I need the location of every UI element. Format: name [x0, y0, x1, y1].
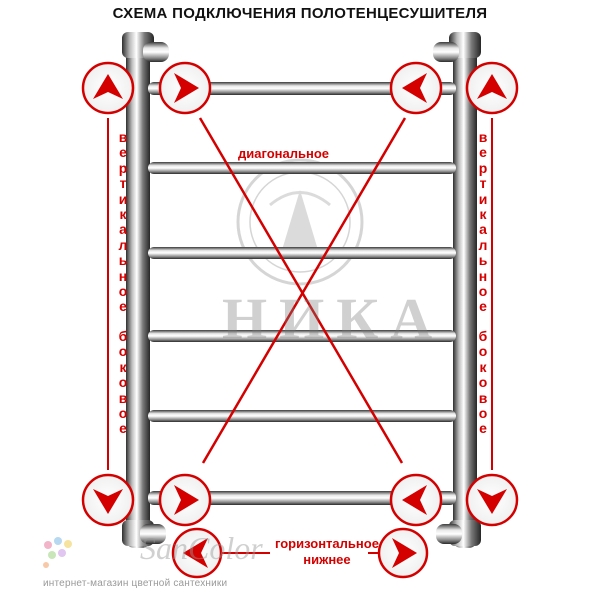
right-vertical-letter: о [478, 374, 488, 391]
right-vertical-letter: в [478, 129, 488, 145]
arrow-right-icon [158, 61, 212, 115]
right-vertical-letter: е [479, 144, 487, 161]
horizontal-label-line2: нижнее [303, 552, 351, 567]
diagram-title: СХЕМА ПОДКЛЮЧЕНИЯ ПОЛОТЕНЦЕСУШИТЕЛЯ [112, 5, 488, 22]
right-vertical-letter: о [478, 283, 488, 300]
left-vertical-letter: р [118, 159, 128, 176]
right-vertical-letter: о [478, 404, 488, 421]
left-vertical-letter: ь [118, 252, 128, 269]
right-vertical-letter: в [478, 389, 488, 406]
rails [148, 82, 456, 505]
left-riser-pipe [122, 32, 169, 548]
left-vertical-letter: н [118, 267, 128, 284]
arrow-up-icon [81, 61, 135, 115]
diagonal-connection-lines [198, 117, 407, 464]
arrow-down-icon [81, 473, 135, 527]
word-gap [472, 315, 494, 329]
left-vertical-letter: б [118, 327, 128, 344]
left-vertical-letter: е [119, 298, 127, 315]
right-vertical-letter: н [478, 267, 488, 284]
right-vertical-letter: р [478, 159, 488, 176]
left-vertical-letter: е [119, 420, 127, 437]
right-vertical-letter: л [478, 236, 488, 253]
left-vertical-letter: к [119, 206, 127, 223]
left-vertical-letter: о [118, 374, 128, 391]
horizontal-label: горизонтальное нижнее [275, 536, 379, 568]
horizontal-label-line1: горизонтальное [275, 536, 379, 551]
arrow-up-icon [465, 61, 519, 115]
shop-tagline: интернет-магазин цветной сантехники [43, 578, 228, 589]
left-vertical-letter: т [119, 175, 127, 192]
left-vertical-letter: к [119, 358, 127, 375]
left-vertical-letter: в [118, 389, 128, 406]
right-vertical-letter: к [479, 358, 487, 375]
right-vertical-letter: т [479, 175, 487, 192]
right-riser-pipe [433, 32, 481, 548]
watermark-brand: НИКА [222, 286, 445, 351]
diagonal-label: диагональное [238, 146, 330, 161]
left-vertical-letter: е [119, 144, 127, 161]
shop-name: SanColor [140, 530, 263, 566]
arrow-left-icon [171, 527, 223, 579]
word-gap [112, 315, 134, 329]
arrow-left-icon [389, 61, 443, 115]
left-vertical-letter: а [119, 221, 127, 238]
left-vertical-letter: о [118, 404, 128, 421]
left-vertical-letter: л [118, 236, 128, 253]
left-vertical-letter: о [118, 343, 128, 360]
right-vertical-letter: о [478, 343, 488, 360]
right-vertical-letter: б [478, 327, 488, 344]
arrow-left-icon [389, 473, 443, 527]
right-vertical-letter: а [479, 221, 487, 238]
watermark-seal [236, 158, 364, 286]
arrow-down-icon [465, 473, 519, 527]
right-vertical-letter: и [478, 190, 488, 207]
right-vertical-letter: е [479, 298, 487, 315]
shop-logo-icon [43, 537, 72, 568]
right-vertical-letter: к [479, 206, 487, 223]
arrow-right-icon [158, 473, 212, 527]
arrow-right-icon [377, 527, 429, 579]
left-vertical-letter: о [118, 283, 128, 300]
right-vertical-letter: е [479, 420, 487, 437]
left-vertical-letter: и [118, 190, 128, 207]
right-vertical-letter: ь [478, 252, 488, 269]
left-vertical-letter: в [118, 129, 128, 145]
